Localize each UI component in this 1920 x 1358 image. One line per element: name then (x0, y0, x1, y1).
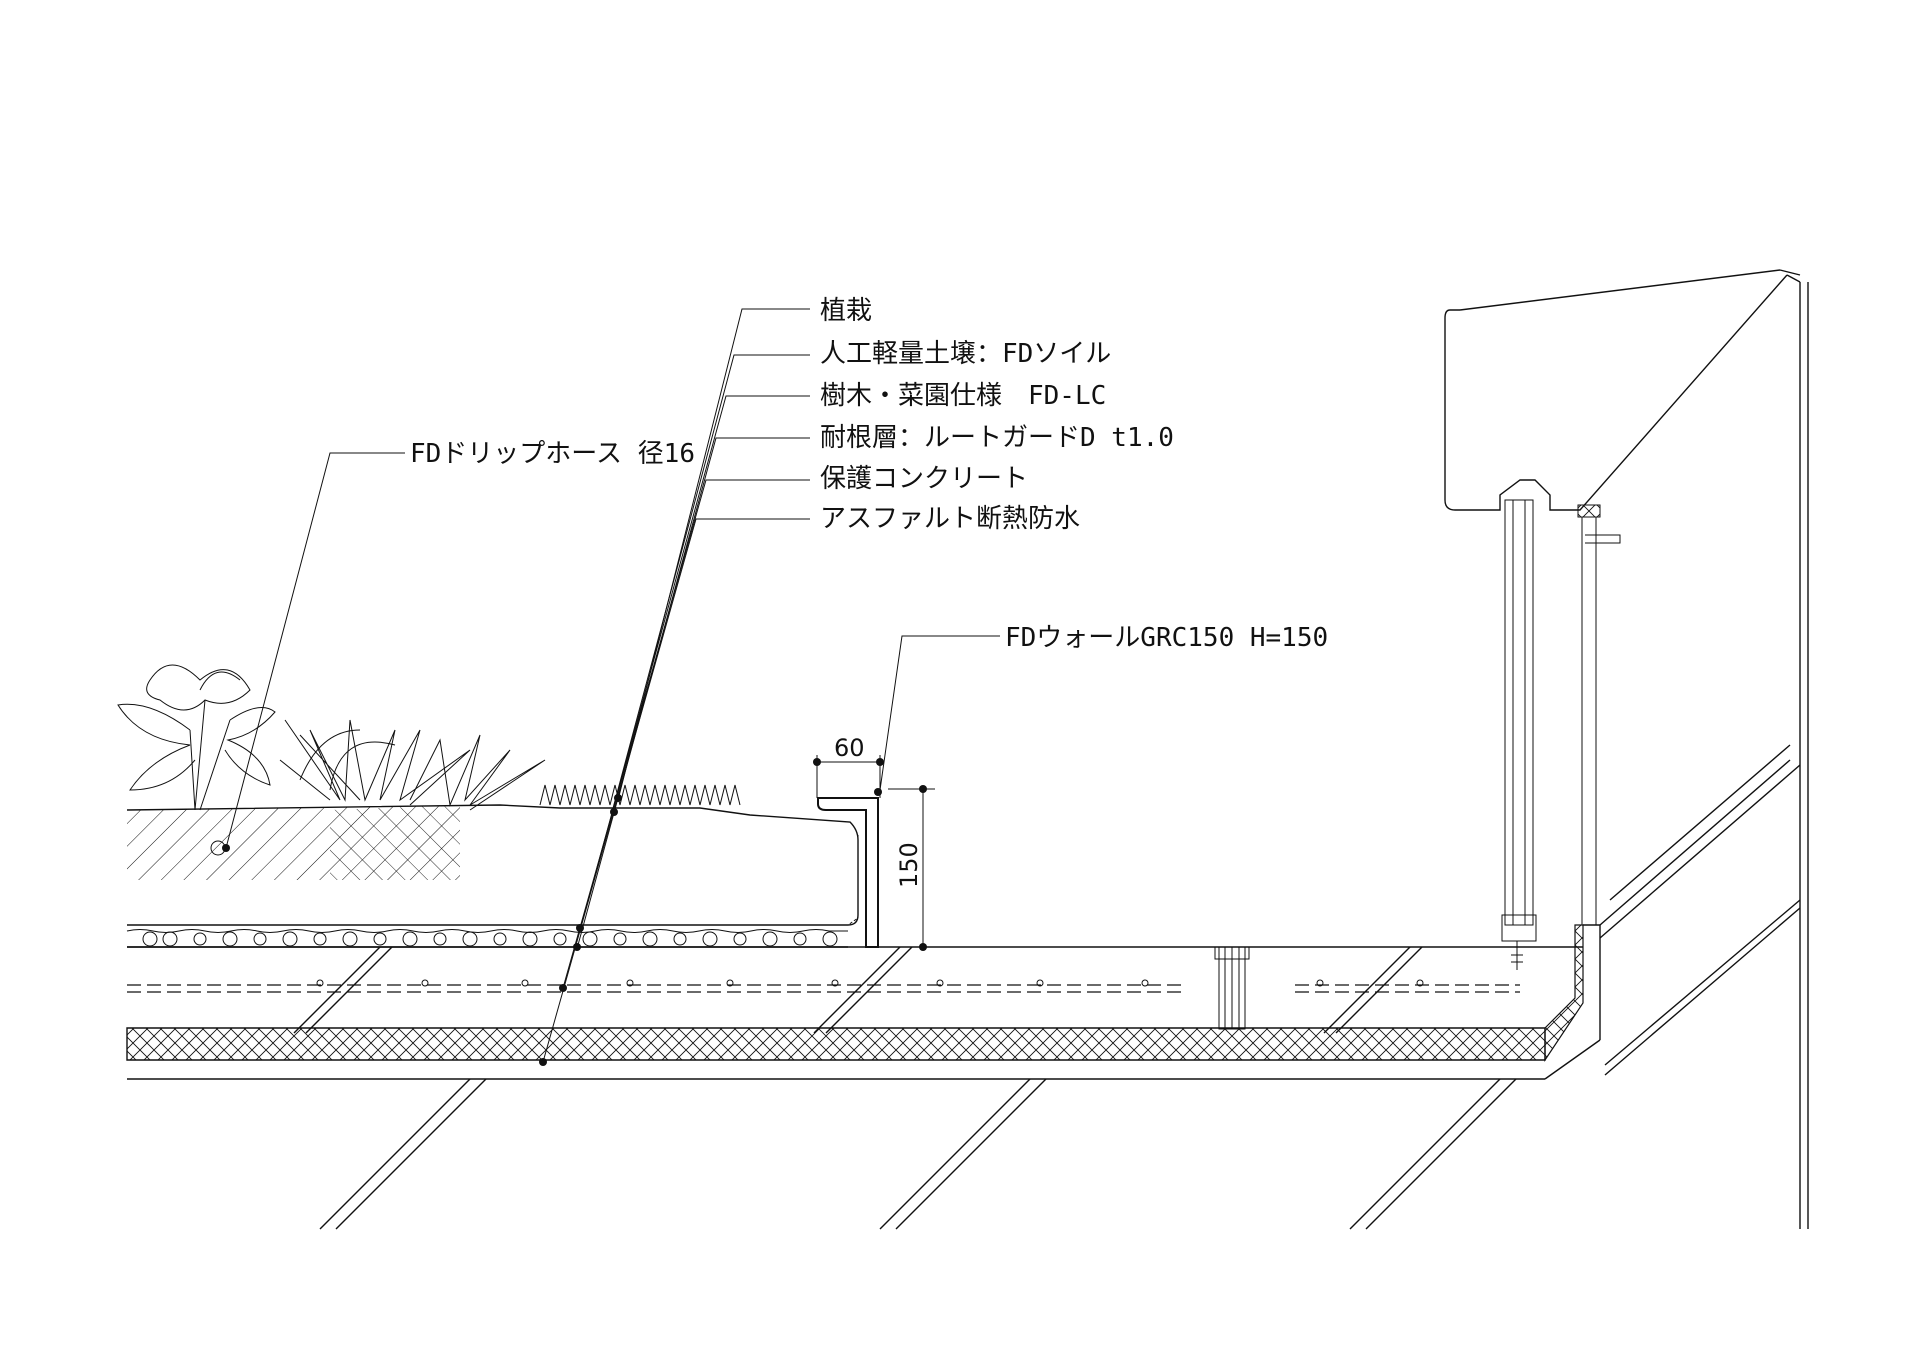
protect-concrete-layer (127, 979, 1520, 993)
leader-label-root-layer: 耐根層：ルートガードD t1.0 (820, 423, 1174, 453)
dimension-lines (813, 755, 935, 951)
drip-hose-label: FDドリップホース 径16 (410, 439, 695, 469)
drainage-board (126, 924, 848, 948)
soil-layer (126, 804, 859, 926)
grass (539, 784, 741, 806)
dimension-60-label: 60 (834, 734, 865, 762)
leader-label-soil: 人工軽量土壌：FDソイル (820, 339, 1111, 369)
leader-label-waterproof: アスファルト断熱防水 (820, 504, 1080, 534)
leader-lines (222, 308, 1000, 1066)
leader-label-planting: 植栽 (820, 296, 872, 326)
plant-flower (117, 664, 276, 811)
leader-label-tree-spec: 樹木・菜園仕様 FD-LC (820, 381, 1106, 411)
leader-label-protect-concrete: 保護コンクリート (820, 464, 1028, 494)
grc-wall (817, 797, 879, 948)
waterproof-insulation-layer (126, 924, 1601, 1080)
plant-grass-clump (279, 719, 546, 811)
dimension-150-label: 150 (895, 842, 923, 888)
structure-slab (127, 946, 1583, 1230)
expansion-joint (1214, 946, 1250, 1030)
parapet (1444, 269, 1809, 1229)
wall-label: FDウォールGRC150 H=150 (1005, 623, 1328, 653)
